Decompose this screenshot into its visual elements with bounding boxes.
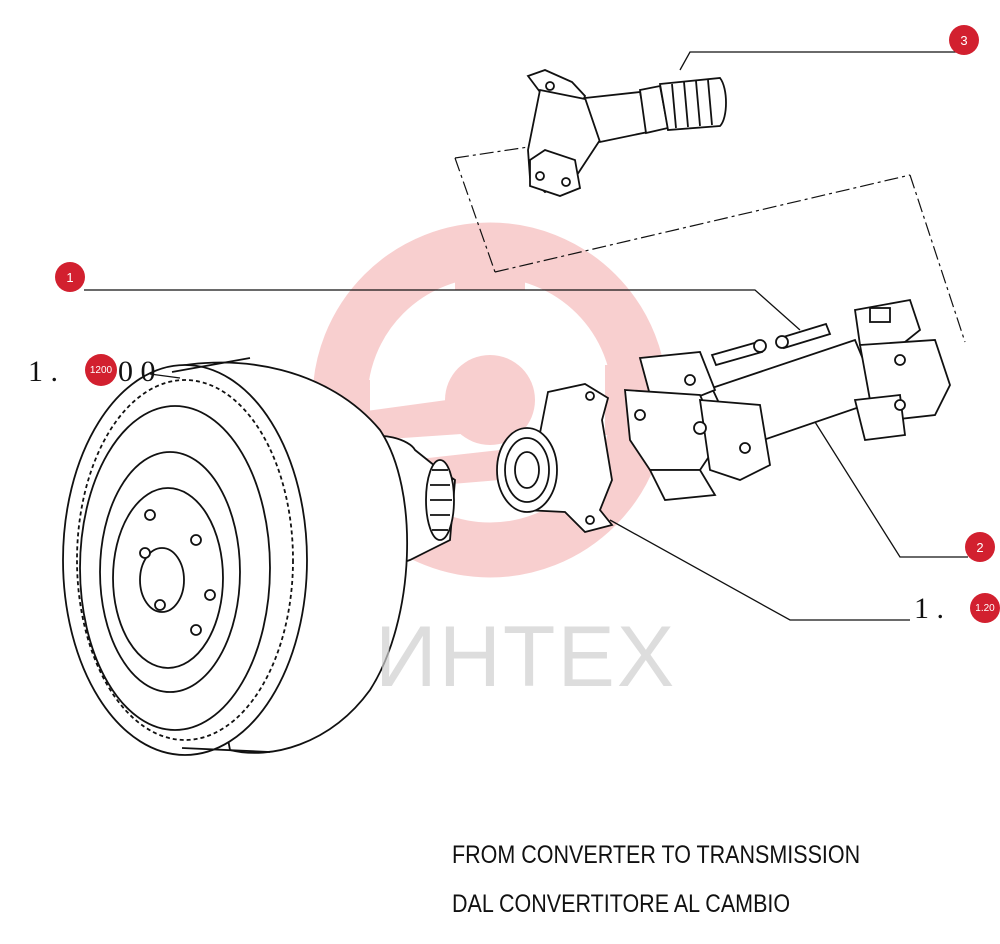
callout-part-3[interactable]: 3 [949,25,979,55]
part-3-yoke-shaft [526,69,727,197]
watermark-text: ИНТЕХ [375,609,677,705]
callout-part-2[interactable]: 2 [965,532,995,562]
reference-left-prefix: 1 . [28,355,58,388]
part-2-cardan-shaft [623,298,951,501]
reference-left-badge[interactable]: 1200 [85,354,117,386]
reference-right-prefix: 1 . [914,592,944,625]
caption-italian: DAL CONVERTITORE AL CAMBIO [452,890,791,918]
reference-right-badge[interactable]: 1.20 [970,593,1000,623]
leader-lines [84,51,968,621]
part-1-flange-yoke [496,383,614,534]
reference-left-suffix: 0 0 [118,355,156,388]
torque-converter [62,357,456,756]
callout-part-1[interactable]: 1 [55,262,85,292]
caption-english: FROM CONVERTER TO TRANSMISSION [452,841,861,869]
